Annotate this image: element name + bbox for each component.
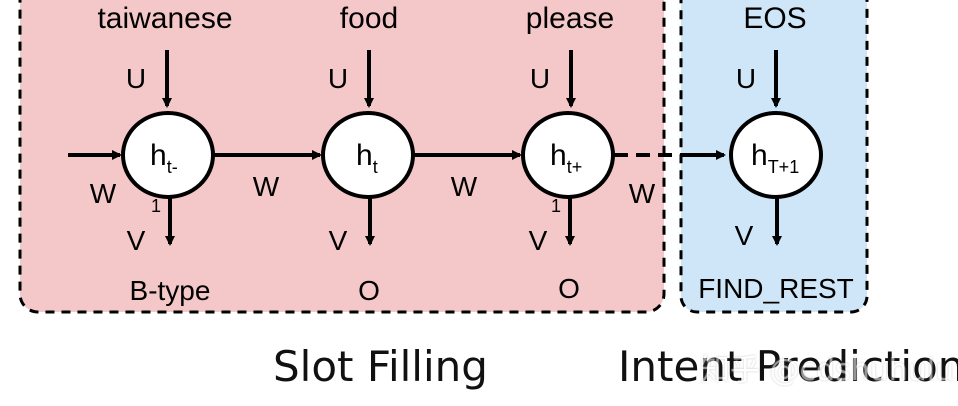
input-word-3: please (526, 2, 614, 35)
hidden-label-3: ht+ (550, 139, 582, 177)
v-label-1: V (127, 225, 146, 256)
input-word-2: food (340, 2, 398, 35)
v-label-3: V (529, 225, 548, 256)
watermark: 知乎 @cdshuhulu (700, 353, 955, 388)
u-label-1: U (126, 63, 146, 94)
hidden-node-2: food U ht V W O (253, 2, 415, 306)
hidden-circle-3 (521, 111, 615, 199)
slot-filling-caption: Slot Filling (273, 342, 488, 391)
hidden-node-4: EOS U hT+1 V W FIND_REST (629, 2, 854, 304)
hidden-label-1: ht- (150, 139, 178, 177)
output-tag-4: FIND_REST (698, 273, 854, 304)
w-label-3: W (451, 171, 478, 202)
hidden-label-2: ht (356, 139, 378, 177)
hidden-label-4: hT+1 (751, 139, 799, 177)
output-tag-3: O (558, 273, 580, 304)
v-label-4: V (735, 220, 754, 251)
w-label-2: W (253, 171, 280, 202)
hidden-sub2-3: 1 (551, 196, 561, 216)
w-label-1: W (90, 178, 117, 209)
u-label-4: U (736, 63, 756, 94)
output-tag-2: O (358, 275, 380, 306)
w-label-4: W (629, 178, 656, 209)
u-label-3: U (530, 63, 550, 94)
v-label-2: V (329, 225, 348, 256)
intent-prediction-caption: Intent Prediction (618, 342, 958, 391)
hidden-circle-1 (121, 111, 215, 199)
u-label-2: U (328, 63, 348, 94)
hidden-node-1: taiwanese U ht- 1 V W B-type (90, 2, 233, 306)
hidden-sub2-1: 1 (151, 196, 161, 216)
input-word-1: taiwanese (97, 2, 232, 35)
hidden-circle-4 (729, 111, 823, 199)
output-tag-1: B-type (130, 275, 211, 306)
input-word-4: EOS (743, 2, 806, 35)
hidden-node-3: please U ht+ 1 V W O (451, 2, 615, 304)
